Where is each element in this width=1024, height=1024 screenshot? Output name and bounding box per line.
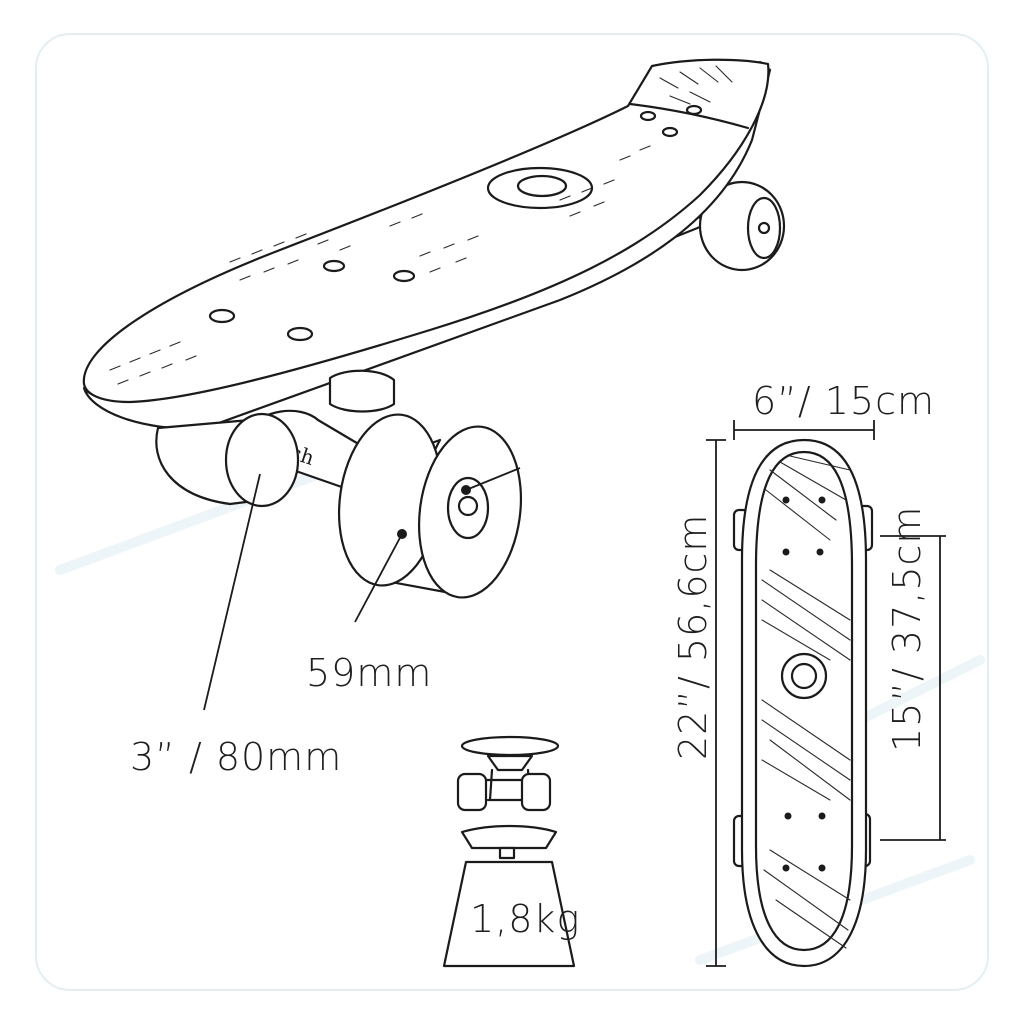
callout-wheel-height xyxy=(354,533,403,623)
deck-logo-badge xyxy=(486,166,594,210)
dimension-wheelbase xyxy=(880,535,946,841)
diagram-frame xyxy=(35,33,989,991)
callout-wheel-diameter xyxy=(203,473,261,711)
dimension-length xyxy=(706,439,726,967)
weight-label: 1,8kg xyxy=(470,897,580,941)
skateboard-top-view xyxy=(732,438,874,968)
skateboard-perspective: fish xyxy=(82,58,786,711)
deck-grip-texture xyxy=(109,65,733,385)
weight-illustration: 1,8kg xyxy=(442,735,580,968)
wheel-height-label: 59mm xyxy=(306,651,432,695)
deck-top xyxy=(82,58,770,404)
width-label: 6”/ 15cm xyxy=(752,379,935,423)
far-front-wheel xyxy=(155,412,300,508)
wheelbase-label: 15”/ 37,5cm xyxy=(885,506,929,752)
length-label: 22”/ 56,6cm xyxy=(671,514,715,760)
dimension-width xyxy=(733,420,875,440)
wheel-diameter-label: 3” / 80mm xyxy=(130,735,342,779)
deck-bolt-holes xyxy=(208,104,703,342)
near-front-wheel xyxy=(337,413,523,599)
